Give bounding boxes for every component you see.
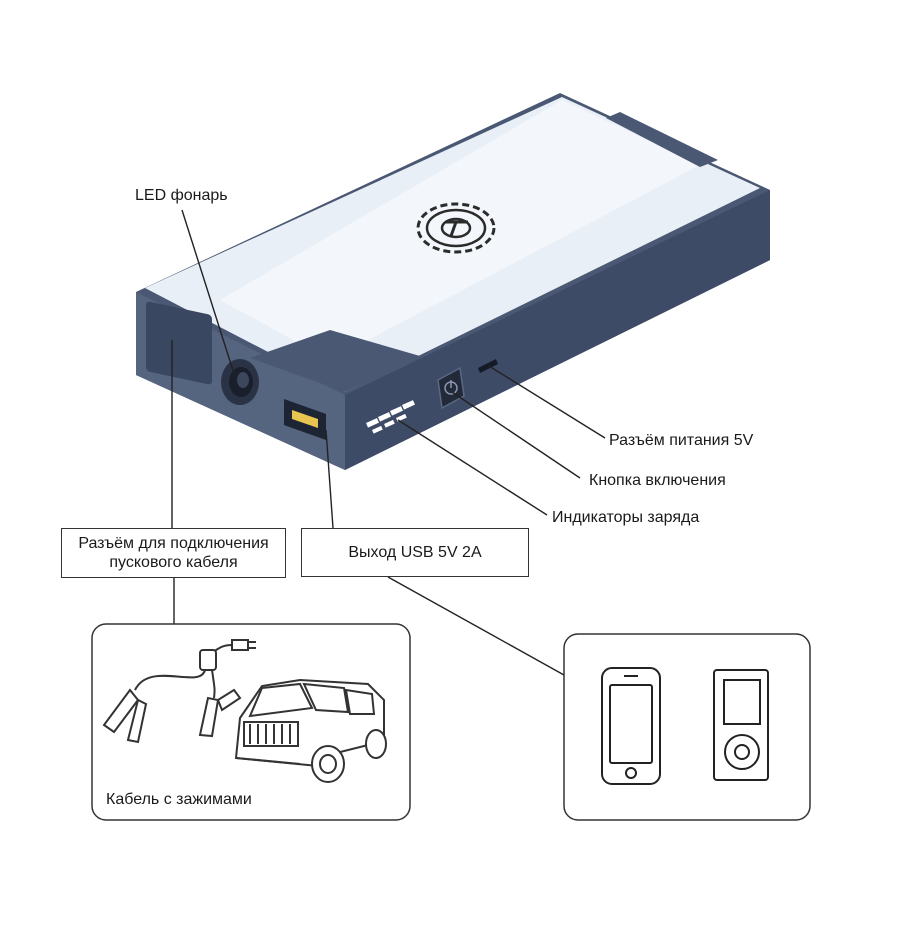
leader-lines — [171, 209, 606, 676]
top-accent-left — [250, 330, 420, 392]
leader-led — [181, 209, 237, 381]
jump-starter-device — [136, 93, 770, 470]
label-led-flashlight: LED фонарь — [135, 187, 228, 204]
label-power-connector: Разъём питания 5V — [609, 432, 754, 449]
start-cable-socket — [146, 301, 212, 385]
gear-logo-icon — [416, 202, 496, 254]
smartphone-icon — [601, 667, 661, 785]
charge-indicator-leds — [365, 400, 415, 434]
power-input-port — [478, 359, 498, 373]
device-top-highlight — [220, 100, 700, 360]
usb-output-text: Выход USB 5V 2A — [348, 544, 482, 561]
jump-clamp-cable-icon — [102, 639, 256, 744]
leader-power-button — [451, 391, 581, 479]
label-box-usb-output: Выход USB 5V 2A — [301, 528, 529, 577]
start-cable-connector-line1: Разъём для подключения — [78, 535, 269, 552]
led-flashlight — [221, 359, 259, 405]
label-power-button: Кнопка включения — [589, 472, 726, 489]
suv-car-icon — [234, 678, 387, 783]
leader-power-input — [488, 365, 606, 439]
usb-devices-box — [563, 633, 811, 821]
leader-charge-indicators — [397, 419, 548, 516]
media-player-icon — [713, 669, 769, 781]
label-box-start-cable-connector: Разъём для подключения пускового кабеля — [61, 528, 286, 578]
start-cable-connector-line2: пускового кабеля — [109, 554, 238, 571]
label-clamp-cable: Кабель с зажимами — [106, 791, 252, 808]
power-button-icon — [437, 366, 465, 410]
leader-devices — [387, 576, 565, 676]
label-charge-indicators: Индикаторы заряда — [552, 509, 700, 526]
usb-port — [284, 399, 326, 440]
leader-usb — [325, 429, 334, 529]
top-accent-right — [606, 112, 718, 167]
